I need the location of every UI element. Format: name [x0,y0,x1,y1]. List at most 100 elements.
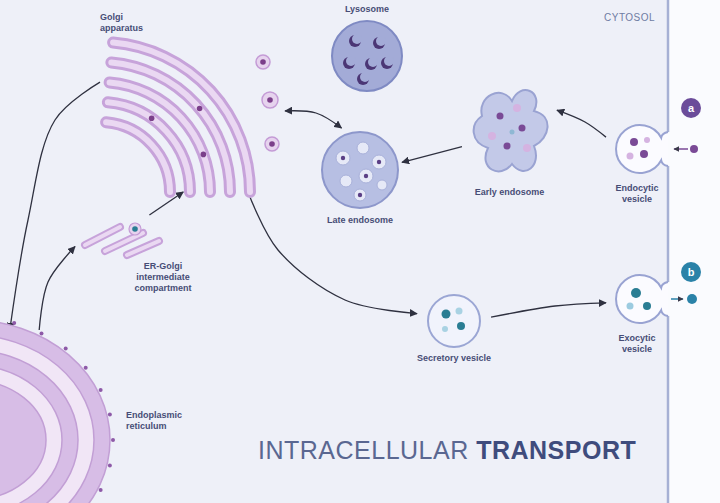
degraded-cargo [365,58,377,70]
organelle-label: Endoplasmic reticulum [126,410,196,432]
degraded-cargo [343,57,355,69]
early-endosome-outline [462,76,557,184]
degraded-cargo [373,37,385,49]
badge-disc [681,98,701,118]
ribosome [40,331,44,335]
callout-letter: a [688,98,694,118]
shape-area [0,330,120,503]
organelle-label: Early endosome [475,187,545,198]
exocytic-vesicle: Exocytic vesicle [606,268,668,355]
secretory-vesicle-outline [419,292,489,350]
cargo-dot [630,138,638,146]
lysosome-outline [327,17,407,95]
organelle-label: Endocytic vesicle [607,183,667,205]
ribosome [99,488,103,492]
degraded-cargo-mask [384,56,394,66]
intraluminal-vesicle [372,155,386,169]
release-arrow [671,298,683,300]
transport-arrow [248,192,417,314]
cargo-dot [267,97,273,103]
transport-arrow [491,303,606,317]
organelle-label: Secretory vesicle [417,353,491,364]
callout-badge: a [681,98,701,118]
late-endosome-outline [318,128,402,212]
lysosome: Lysosome [327,4,407,95]
cargo-dot [640,150,648,158]
cargo-dot [442,310,451,319]
ribosome [84,366,88,370]
er-membrane [0,335,94,503]
shape-area [606,118,668,180]
golgi-apparatus: Golgi apparatus [100,12,285,192]
lysosome-membrane [332,21,402,91]
uptake-arrow [674,148,688,150]
region-label: CYTOSOL [604,12,655,23]
golgi-lumen [110,82,210,192]
degraded-cargo-mask [376,36,386,46]
cargo-dot [260,59,266,65]
transport-vesicle [129,223,141,235]
golgi-cisterna [106,122,170,192]
vesicle-membrane [616,125,668,173]
ribosome [108,412,112,416]
transport-vesicle [262,92,278,108]
er-golgi-intermediate-compartment: ER-Golgi intermediate compartment [75,215,199,294]
cargo-dot [523,144,531,152]
degraded-cargo-mask [368,57,378,67]
golgi-cisterna [110,82,210,192]
er-membrane [0,365,62,503]
early-endosome-membrane [474,90,548,171]
transport-vesicle [265,137,279,151]
endocytic-vesicle: Endocytic vesicle [606,118,668,205]
intraluminal-vesicle [340,175,352,187]
shape-area [606,268,668,330]
connector-group [10,82,606,330]
cargo-dot [197,106,203,112]
transport-vesicle [256,55,270,69]
plasma-membrane [667,0,670,132]
shape-area [327,17,407,95]
ribosome [12,321,16,325]
badge-disc [681,262,701,282]
cargo-dot [341,156,345,160]
golgi-apparatus-outline [100,42,285,192]
cargo-dot [358,193,362,197]
exocytic-vesicle-outline [606,268,668,330]
er-membrane [0,320,110,503]
cargo-dot [377,160,381,164]
organelle-label: Golgi apparatus [100,12,160,34]
cargo-dot [627,303,634,310]
ribosome [111,438,115,442]
cargo-dot [456,308,463,315]
endoplasmic-reticulum-outline [0,330,120,503]
cargo-dot [488,132,496,140]
vesicle-membrane [616,275,668,323]
degraded-cargo [381,57,393,69]
degraded-cargo [349,35,361,47]
organelle-label: Exocytic vesicle [607,333,667,355]
title-word: TRANSPORT [476,436,636,464]
organelle-label: Lysosome [345,4,389,15]
cargo-dot [457,322,465,330]
degraded-cargo-mask [346,56,356,66]
ergic-tubule [127,241,159,255]
intraluminal-vesicle [377,180,387,190]
cargo-dot [364,174,368,178]
degraded-cargo [357,73,369,85]
shape-area [419,292,489,350]
cargo-dot [149,115,155,121]
endocytic-vesicle-outline [606,118,668,180]
organelle-label: ER-Golgi intermediate compartment [127,261,199,294]
transport-arrow [10,82,100,330]
cargo-dot [442,326,448,332]
late-endosome-membrane [322,132,398,208]
plasma-membrane [667,166,670,282]
early-endosome: Early endosome [462,76,557,198]
transport-arrow [39,247,75,330]
intraluminal-vesicle [359,169,373,183]
cargo-dot [269,141,275,147]
title-word: INTRACELLULAR [258,436,469,464]
intraluminal-vesicle [357,142,369,154]
intraluminal-vesicle [336,151,350,165]
ergic-lumen [127,241,159,255]
